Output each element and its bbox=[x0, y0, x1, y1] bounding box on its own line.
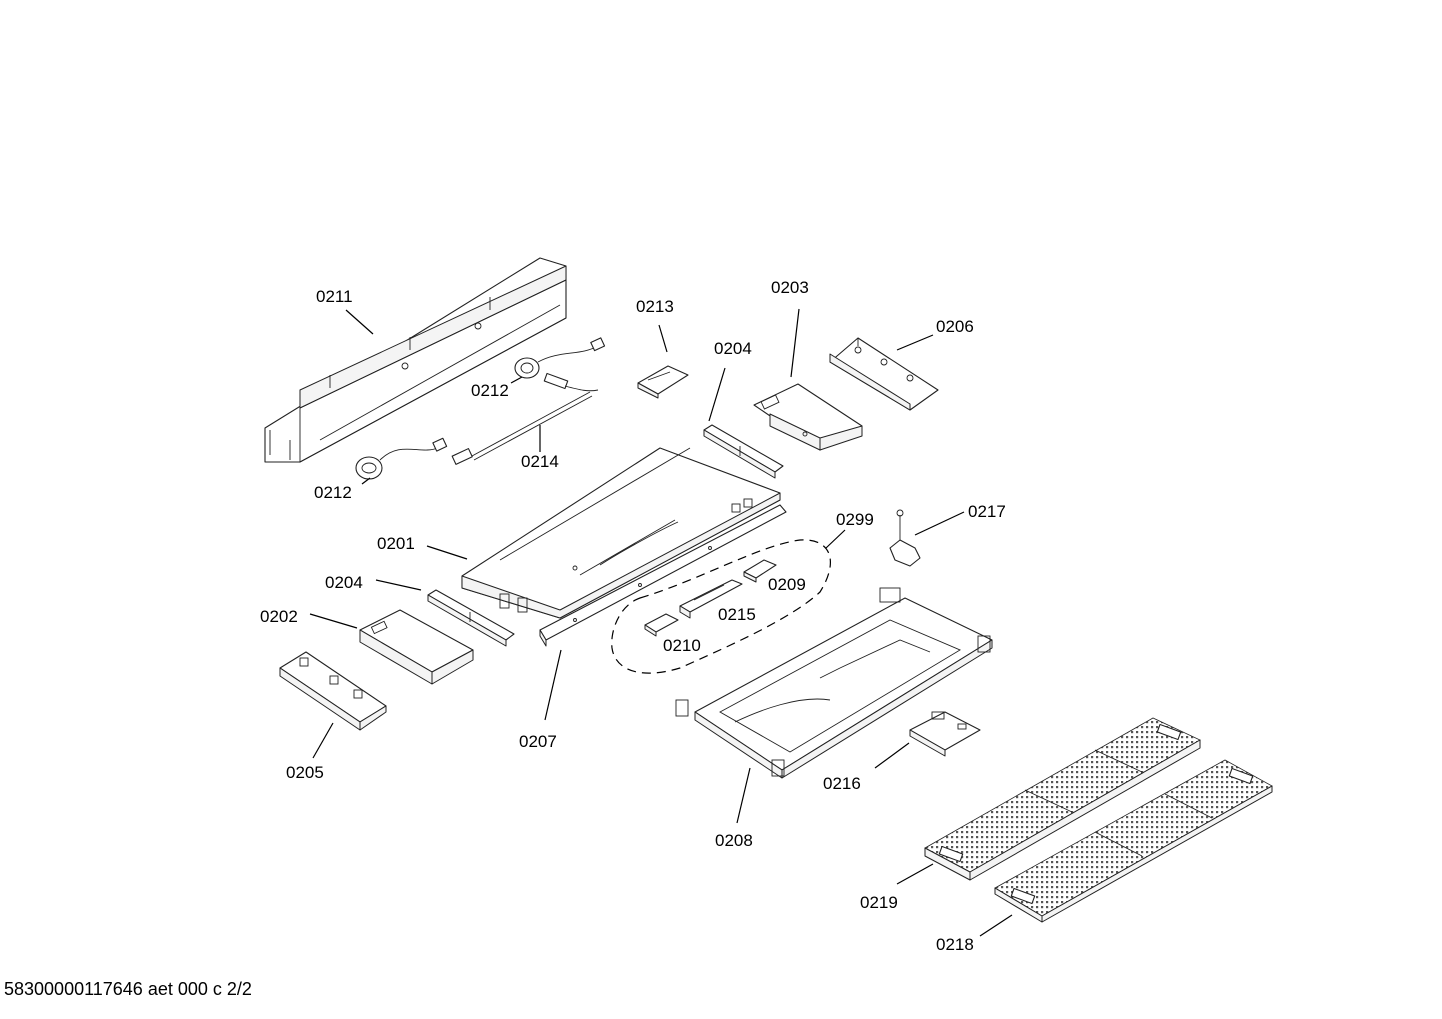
part-0214-wire-harness bbox=[451, 372, 599, 465]
part-0216-latch bbox=[909, 711, 981, 757]
callout-0216: 0216 bbox=[823, 774, 861, 793]
callout-0213: 0213 bbox=[636, 297, 674, 316]
part-0210-knob bbox=[644, 613, 679, 637]
callout-0211: 0211 bbox=[316, 287, 353, 306]
part-0211-mounting-rail bbox=[264, 257, 567, 463]
callout-0204-lower: 0204 bbox=[325, 573, 363, 592]
callout-0209: 0209 bbox=[768, 575, 806, 594]
leader-lines bbox=[309, 308, 1013, 937]
callout-0208: 0208 bbox=[715, 831, 753, 850]
callout-0201: 0201 bbox=[377, 534, 415, 553]
part-0213-transformer bbox=[637, 365, 689, 399]
drawing-reference-number: 58300000117646 aet 000 c 2/2 bbox=[4, 979, 252, 999]
part-0204-slide-upper bbox=[703, 424, 784, 479]
callout-0217: 0217 bbox=[968, 502, 1006, 521]
part-0201-housing bbox=[461, 447, 781, 619]
callout-0203: 0203 bbox=[771, 278, 809, 297]
part-0212-lamp-lower bbox=[355, 437, 448, 480]
part-0218-grease-filter bbox=[994, 759, 1273, 923]
callout-0202: 0202 bbox=[260, 607, 298, 626]
callout-0205: 0205 bbox=[286, 763, 324, 782]
callout-0219: 0219 bbox=[860, 893, 898, 912]
group-0299-outline bbox=[611, 539, 831, 674]
part-0209-switch-cap bbox=[743, 559, 777, 583]
callout-0214: 0214 bbox=[521, 452, 559, 471]
part-0215-switch-module bbox=[679, 579, 743, 619]
part-0212-lamp-upper bbox=[514, 337, 606, 379]
callout-0207: 0207 bbox=[519, 732, 557, 751]
callout-0212-upper: 0212 bbox=[471, 381, 509, 400]
part-0208-base-frame bbox=[675, 587, 993, 779]
callout-0218: 0218 bbox=[936, 935, 974, 954]
callout-0299: 0299 bbox=[836, 510, 874, 529]
part-0205-clamp bbox=[279, 651, 387, 731]
callout-0206: 0206 bbox=[936, 317, 974, 336]
part-0219-grease-filter bbox=[924, 717, 1201, 881]
part-0217-connector bbox=[889, 509, 921, 567]
part-0204-slide-lower bbox=[427, 589, 515, 647]
callout-0204-upper: 0204 bbox=[714, 339, 752, 358]
callout-0215: 0215 bbox=[718, 605, 756, 624]
callout-0212-lower: 0212 bbox=[314, 483, 352, 502]
part-0207-front-strip bbox=[539, 504, 787, 647]
callout-0210: 0210 bbox=[663, 636, 701, 655]
part-0202-bracket bbox=[359, 609, 474, 685]
part-0206-channel bbox=[829, 337, 939, 411]
part-0203-bracket bbox=[753, 383, 863, 451]
